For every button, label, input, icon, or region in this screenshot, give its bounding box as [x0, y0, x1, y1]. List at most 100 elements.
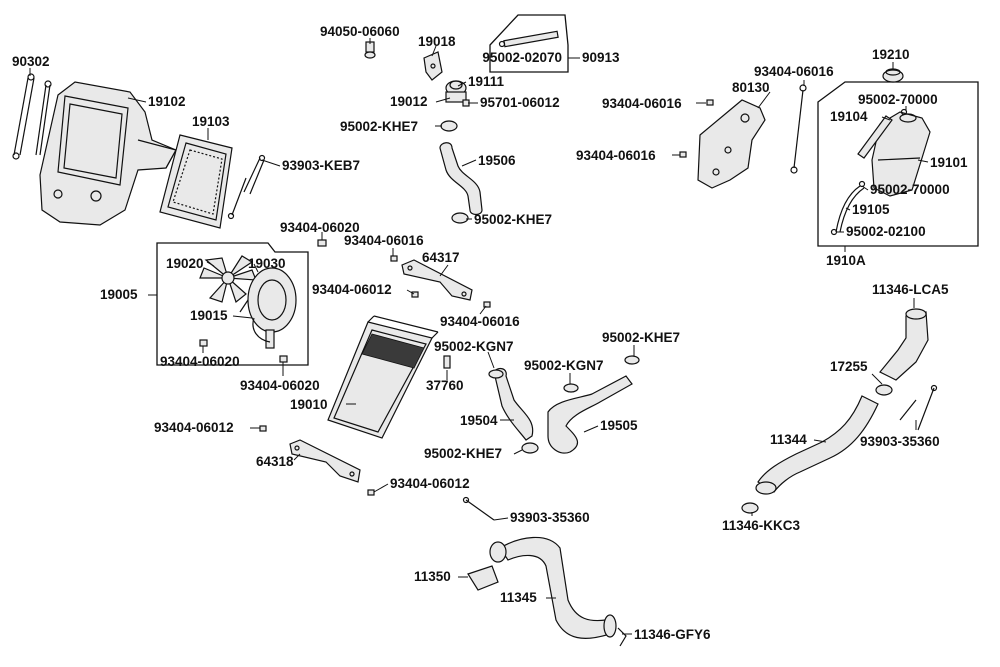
- callout-labels: 90302 19102 19103 93903-KEB7 94050-06060…: [12, 24, 968, 642]
- label-93404-06016-b: 93404-06016: [576, 148, 656, 163]
- tie-93903-35360-low: [462, 496, 495, 521]
- label-11344: 11344: [770, 432, 807, 447]
- label-95002-02100: 95002-02100: [846, 224, 926, 239]
- label-95002-70000-b: 95002-70000: [870, 182, 950, 197]
- label-1910a: 1910A: [826, 253, 866, 268]
- label-93404-06020-a: 93404-06020: [280, 220, 360, 235]
- label-95002-khe7-a: 95002-KHE7: [340, 119, 418, 134]
- label-90913: 90913: [582, 50, 620, 65]
- clamp-17255: [875, 384, 893, 396]
- clamp-95002-khe7-top: [440, 120, 458, 132]
- leader-lines: [29, 38, 929, 635]
- rod-93404-06016-right: [790, 84, 807, 174]
- label-93903-35360-a: 93903-35360: [510, 510, 590, 525]
- fan-shroud-19015: [252, 317, 271, 343]
- reservoir-19101: [871, 111, 931, 197]
- label-93404-06012-b: 93404-06012: [154, 420, 234, 435]
- clamp-11350: [467, 565, 499, 591]
- fan-blade-19020: [199, 255, 257, 304]
- label-19101: 19101: [930, 155, 968, 170]
- clamp-95002-khe7-mid: [451, 212, 469, 224]
- clamp-95002-khe7-low: [521, 442, 539, 454]
- label-19103: 19103: [192, 114, 230, 129]
- label-93404-06016-a: 93404-06016: [602, 96, 682, 111]
- label-11345: 11345: [500, 590, 537, 605]
- label-19012: 19012: [390, 94, 428, 109]
- bolt-94050-06060: [364, 41, 376, 59]
- label-90302: 90302: [12, 54, 50, 69]
- tie-93903-35360-right: [899, 384, 938, 431]
- label-19102: 19102: [148, 94, 186, 109]
- label-19210: 19210: [872, 47, 910, 62]
- label-17255: 17255: [830, 359, 868, 374]
- label-93404-06016-e: 93404-06016: [440, 314, 520, 329]
- strap-90302: [12, 73, 52, 160]
- pipe-11346-lca5: [879, 308, 929, 381]
- hose-19504: [488, 367, 534, 441]
- bracket-80130: [697, 99, 766, 189]
- label-95002-70000-a: 95002-70000: [858, 92, 938, 107]
- bracket-64318: [289, 439, 361, 483]
- label-95002-khe7-c: 95002-KHE7: [602, 330, 680, 345]
- clamp-11346-kkc3: [741, 502, 759, 514]
- label-64317: 64317: [422, 250, 460, 265]
- label-19010: 19010: [290, 397, 328, 412]
- label-95002-khe7-d: 95002-KHE7: [424, 446, 502, 461]
- label-93404-06016-c: 93404-06016: [754, 64, 834, 79]
- label-64318: 64318: [256, 454, 294, 469]
- label-95002-khe7-b: 95002-KHE7: [474, 212, 552, 227]
- label-37760: 37760: [426, 378, 464, 393]
- fan-motor-19030: [239, 267, 297, 349]
- label-93404-06016-d: 93404-06016: [344, 233, 424, 248]
- label-95002-kgn7-b: 95002-KGN7: [524, 358, 604, 373]
- air-filter-19103: [159, 134, 233, 229]
- label-80130: 80130: [732, 80, 770, 95]
- label-93404-06012-c: 93404-06012: [390, 476, 470, 491]
- hose-19104: [857, 115, 893, 159]
- label-19505: 19505: [600, 418, 638, 433]
- label-11346-kkc3: 11346-KKC3: [722, 518, 801, 533]
- label-19015: 19015: [190, 308, 228, 323]
- label-11350: 11350: [414, 569, 451, 584]
- label-95701-06012: 95701-06012: [480, 95, 560, 110]
- label-19104: 19104: [830, 109, 868, 124]
- label-19504: 19504: [460, 413, 498, 428]
- radiator-19010: [327, 315, 439, 439]
- kit-90913-frame: [489, 14, 569, 73]
- hose-19105: [835, 185, 865, 233]
- hose-19505: [547, 355, 640, 454]
- hose-11345: [489, 536, 617, 639]
- label-93404-06020-c: 93404-06020: [240, 378, 320, 393]
- label-19111: 19111: [468, 74, 505, 89]
- hose-11344: [755, 395, 879, 495]
- bolts-64317: [390, 255, 491, 308]
- label-95002-02070: 95002-02070: [482, 50, 562, 65]
- thermostat-19111: [445, 80, 467, 103]
- label-19506: 19506: [478, 153, 516, 168]
- label-93404-06012-a: 93404-06012: [312, 282, 392, 297]
- label-93903-35360-b: 93903-35360: [860, 434, 940, 449]
- fan-assembly-frame: [156, 242, 309, 366]
- hose-19506: [439, 142, 483, 216]
- bracket-19018: [423, 51, 443, 81]
- label-95002-kgn7-a: 95002-KGN7: [434, 339, 514, 354]
- label-19018: 19018: [418, 34, 456, 49]
- label-93903-keb7: 93903-KEB7: [282, 158, 360, 173]
- label-19030: 19030: [248, 256, 286, 271]
- label-19020: 19020: [166, 256, 204, 271]
- label-11346-gfy6: 11346-GFY6: [634, 627, 711, 642]
- label-93404-06020-b: 93404-06020: [160, 354, 240, 369]
- hose-95002-02070: [498, 30, 559, 48]
- bracket-64317: [401, 259, 473, 301]
- clamp-11346-gfy6: [617, 627, 627, 647]
- sensor-37760: [443, 355, 451, 369]
- label-11346-lca5: 11346-LCA5: [872, 282, 949, 297]
- label-94050-06060: 94050-06060: [320, 24, 400, 39]
- reservoir-kit-frame: [817, 81, 979, 247]
- label-19105: 19105: [852, 202, 890, 217]
- label-19005: 19005: [100, 287, 138, 302]
- cap-19210: [882, 68, 904, 83]
- strap-93903-keb7: [227, 154, 266, 220]
